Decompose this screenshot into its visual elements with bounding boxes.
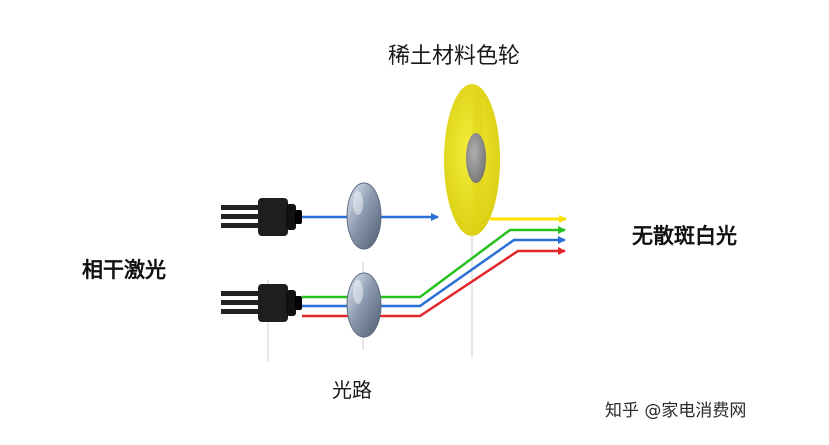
white-light-label: 无散斑白光 [632, 224, 737, 248]
lens-icon [346, 272, 382, 338]
laser-emitter-icon [221, 198, 302, 236]
color-wheel-label: 稀土材料色轮 [388, 44, 521, 69]
lens-icon [346, 182, 382, 250]
color-wheel-icon [444, 84, 500, 236]
optical-path-label: 光路 [332, 378, 372, 402]
laser-label: 相干激光 [82, 258, 166, 282]
rgb-beams [302, 226, 566, 318]
laser-emitter-icon [221, 284, 302, 322]
watermark-credit: 知乎 @家电消费网 [605, 401, 747, 421]
